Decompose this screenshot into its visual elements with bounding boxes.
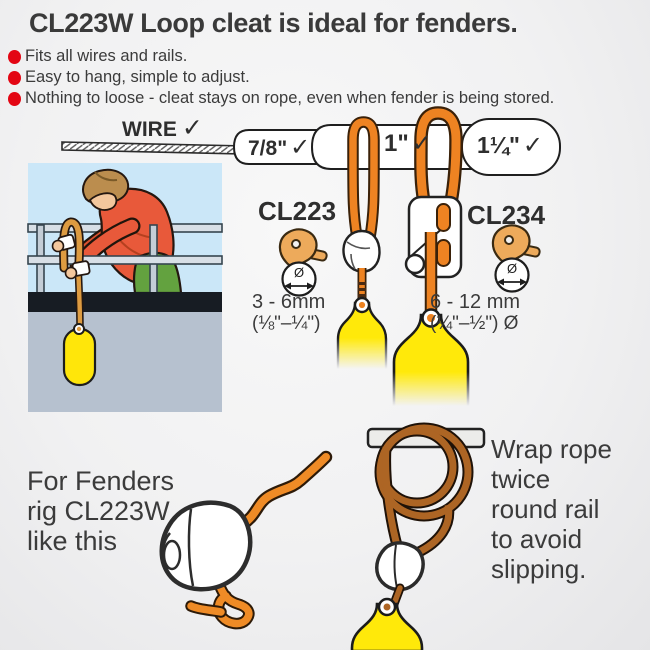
cl223-size-range: 3 - 6mm (⅛"–¼")	[252, 291, 326, 335]
cl223w-rigging-illustration	[159, 450, 333, 630]
caption-line: to avoid	[491, 524, 583, 554]
bottom-left-caption: For Fenders rig CL223W like this	[27, 466, 174, 556]
rail-size-1-1-4: 1¼"✓	[477, 131, 543, 160]
rope-wrap-illustration	[350, 422, 486, 650]
caption-line: slipping.	[491, 554, 587, 584]
rope-loop-cl223	[347, 116, 380, 243]
cl223-rope-diameter-icon: Ø	[278, 228, 328, 297]
bullet-dot-icon	[8, 49, 21, 64]
wire-label-text: WIRE	[122, 118, 177, 141]
caption-line: Wrap rope	[491, 434, 612, 464]
rail-size-text: 1¼"	[477, 132, 520, 158]
bullet-text: Fits all wires and rails.	[25, 47, 188, 65]
wire-illustration	[61, 141, 247, 155]
range-inch: (¼"–½") Ø	[430, 313, 519, 334]
cl234-size-range: 6 - 12 mm (¼"–½") Ø	[430, 291, 521, 335]
bullet-text: Easy to hang, simple to adjust.	[25, 68, 250, 86]
bullet-dot-icon	[8, 91, 21, 106]
fender-small	[336, 296, 388, 374]
rail-size-7-8: 7/8"✓	[248, 133, 310, 162]
diameter-symbol: Ø	[507, 261, 517, 276]
diameter-symbol: Ø	[294, 265, 304, 280]
caption-line: twice	[491, 464, 551, 494]
rope-loop-cl234	[414, 106, 463, 209]
product-name-cl223: CL223	[258, 196, 337, 226]
bullet-text: Nothing to loose - cleat stays on rope, …	[25, 89, 555, 107]
wire-label: WIRE✓	[122, 113, 203, 143]
caption-line: For Fenders	[27, 466, 175, 496]
person-hanging-fender-illustration	[27, 163, 223, 412]
caption-line: round rail	[491, 494, 600, 524]
caption-line: rig CL223W	[27, 496, 170, 526]
caption-line: like this	[27, 526, 118, 556]
check-icon: ✓	[290, 134, 311, 161]
list-item: Nothing to loose - cleat stays on rope, …	[8, 88, 554, 109]
range-inch: (⅛"–¼")	[252, 313, 321, 334]
range-mm: 3 - 6mm	[252, 291, 326, 313]
cl223-cleat	[342, 229, 381, 306]
cl234-rope-diameter-icon: Ø	[491, 224, 541, 293]
check-icon: ✓	[522, 132, 543, 159]
check-icon: ✓	[411, 130, 432, 157]
range-mm: 6 - 12 mm	[430, 291, 521, 313]
bullet-dot-icon	[8, 70, 21, 85]
product-name-cl234: CL234	[467, 200, 546, 230]
fender-large	[392, 308, 470, 410]
check-icon: ✓	[181, 114, 203, 142]
rail-size-1: 1"✓	[384, 129, 432, 158]
rail-size-text: 7/8"	[248, 137, 288, 160]
rail-size-text: 1"	[384, 130, 409, 157]
page-title: CL223W Loop cleat is ideal for fenders.	[29, 8, 518, 38]
list-item: Easy to hang, simple to adjust.	[8, 67, 554, 88]
feature-list: Fits all wires and rails. Easy to hang, …	[8, 46, 554, 109]
list-item: Fits all wires and rails.	[8, 46, 554, 67]
bottom-right-caption: Wrap rope twice round rail to avoid slip…	[491, 434, 612, 584]
